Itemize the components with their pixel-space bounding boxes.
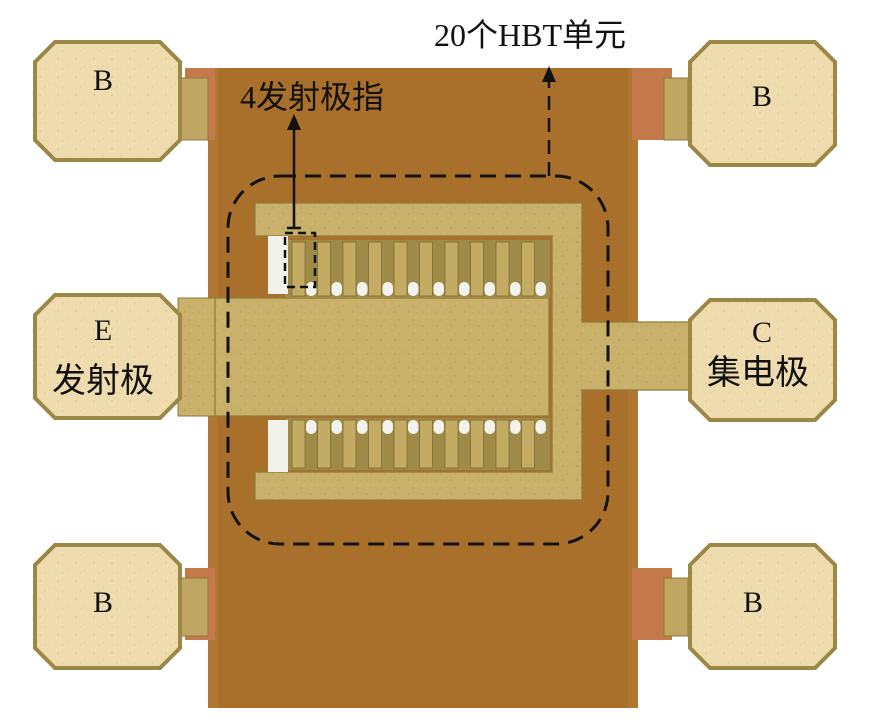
- finger-gap: [408, 420, 419, 434]
- arrow-hbt-units: [542, 66, 556, 176]
- emitter-finger: [342, 419, 357, 469]
- finger-gap: [535, 420, 546, 434]
- collector-frame: [254, 202, 691, 501]
- emitter-finger: [393, 241, 408, 297]
- emitter-finger: [317, 241, 331, 297]
- emitter-finger: [291, 241, 306, 297]
- pad-label-top-left: B: [93, 64, 113, 97]
- emitter-finger: [291, 419, 306, 469]
- annotation-emitter-fingers: 4发射极指: [240, 79, 384, 115]
- emitter-finger: [444, 241, 459, 297]
- pad-top-right: [688, 40, 837, 167]
- finger-gap: [535, 282, 546, 296]
- pad-label-bottom-right: B: [743, 586, 763, 619]
- finger-gap: [433, 420, 444, 434]
- finger-gap: [510, 420, 521, 434]
- finger-gap: [484, 420, 495, 434]
- pad-bottom-right: [688, 543, 837, 670]
- finger-gap: [357, 282, 368, 296]
- emitter-finger: [495, 419, 510, 469]
- emitter-finger: [419, 241, 433, 297]
- pad-label-top-right: B: [752, 80, 772, 113]
- hbt-fingers-top: [291, 241, 546, 297]
- arrow-emitter-fingers: [287, 114, 301, 230]
- finger-gap: [382, 282, 393, 296]
- pad-bottom-left: [33, 543, 182, 670]
- emitter-finger: [521, 419, 535, 469]
- emitter-finger: [470, 419, 484, 469]
- pad-label-bottom-left: B: [93, 586, 113, 619]
- pad-caption-emitter: 发射极: [52, 362, 154, 400]
- pad-label-emitter: E: [94, 314, 112, 347]
- pad-label-collector: C: [752, 316, 772, 349]
- finger-gap: [484, 282, 495, 296]
- emitter-finger: [342, 241, 357, 297]
- finger-gap: [408, 282, 419, 296]
- emitter-finger: [495, 241, 510, 297]
- pad-emitter: [33, 293, 182, 420]
- hbt-units-boundary: [226, 174, 610, 546]
- finger-gap: [331, 420, 342, 434]
- emitter-finger: [317, 419, 331, 469]
- finger-gap: [331, 282, 342, 296]
- finger-gap: [306, 420, 317, 434]
- emitter-finger-box: [283, 231, 317, 289]
- emitter-bar: [214, 297, 550, 417]
- emitter-finger: [368, 241, 382, 297]
- finger-gap: [357, 420, 368, 434]
- finger-gap: [382, 420, 393, 434]
- emitter-finger: [368, 419, 382, 469]
- pad-caption-collector: 集电极: [707, 354, 809, 392]
- emitter-finger: [419, 419, 433, 469]
- emitter-finger: [444, 419, 459, 469]
- finger-gap: [459, 282, 470, 296]
- emitter-finger: [393, 419, 408, 469]
- finger-gap: [459, 420, 470, 434]
- finger-gap: [433, 282, 444, 296]
- emitter-finger: [521, 241, 535, 297]
- hbt-fingers-bottom: [291, 419, 546, 469]
- annotation-hbt-units: 20个HBT单元: [434, 17, 626, 53]
- emitter-finger: [470, 241, 484, 297]
- pad-top-left: [33, 40, 182, 162]
- finger-gap: [510, 282, 521, 296]
- pad-collector: [688, 298, 837, 422]
